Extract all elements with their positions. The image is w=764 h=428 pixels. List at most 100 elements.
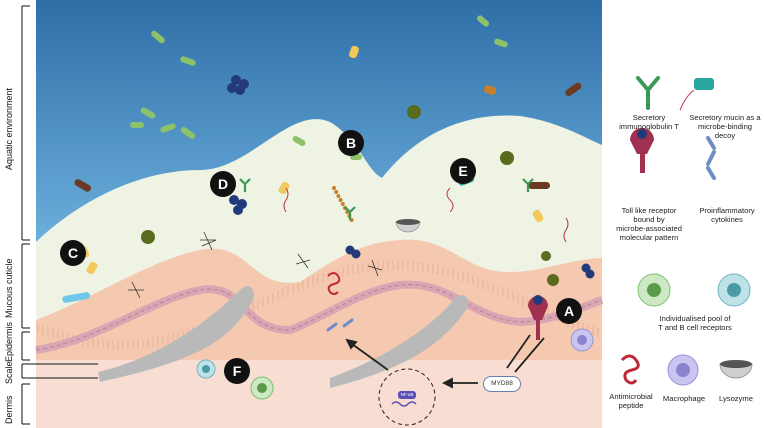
legend-icons	[620, 76, 753, 386]
virus	[227, 83, 237, 93]
legend-lysozyme-bowl	[719, 363, 753, 379]
nucleus-outline	[378, 368, 436, 426]
secretory-mucins	[283, 187, 569, 243]
bacterium-yellow	[278, 181, 290, 195]
lymphocytes	[196, 359, 274, 400]
legend-tlr-icon	[630, 128, 654, 173]
legend-macrophage-icon	[667, 354, 699, 386]
igt-molecule	[344, 206, 356, 220]
label-epidermis: Epidermis	[4, 321, 14, 362]
virus	[233, 205, 243, 215]
lymphocyte-nucleus	[202, 365, 210, 373]
arrow-tlr-inhibit	[514, 337, 545, 373]
virus-clusters	[227, 75, 595, 279]
epidermis-layer	[36, 239, 602, 360]
bacterium-green	[180, 127, 196, 139]
lymphocyte-nucleus	[257, 383, 267, 393]
bracket-mucous	[21, 243, 30, 329]
myd88-box: MYD88	[483, 376, 521, 392]
mucin-strand	[563, 217, 569, 243]
legend-receptors-label: Individualised pool of T and B cell rece…	[658, 314, 732, 332]
lysozyme-rim	[396, 219, 420, 225]
bead	[336, 194, 341, 198]
arrow-nfkb-to-cytokines	[351, 343, 389, 371]
legend-b-cell-nucleus	[727, 283, 741, 297]
scale-right	[330, 295, 469, 388]
virus	[235, 85, 245, 95]
bacterium-green	[151, 30, 165, 44]
bead	[334, 190, 339, 194]
tlr-head	[528, 296, 548, 320]
toll-like-receptor	[528, 295, 548, 340]
bacterium-green	[292, 136, 306, 146]
microbes	[62, 15, 582, 303]
bacterium-yellow	[349, 45, 359, 59]
spherical-microbe	[407, 105, 421, 119]
legend-tlr-stalk	[640, 145, 645, 173]
mucin-strand	[367, 259, 383, 277]
label-mucous-cuticle: Mucous cuticle	[4, 258, 14, 318]
proinflammatory-cytokines-in-epidermis	[326, 318, 354, 332]
virus	[229, 195, 239, 205]
arrow-tlr-to-myd88	[506, 334, 531, 369]
bead	[340, 202, 345, 206]
mucin-strand	[200, 231, 217, 251]
bead	[332, 186, 336, 190]
legend-tlr-pattern	[637, 129, 647, 139]
bacterium-brown	[565, 82, 582, 97]
legend-antimicrobial-icon	[620, 354, 640, 385]
legend-mucin-icon	[679, 78, 714, 111]
arrowhead	[441, 377, 453, 389]
marker-f: F	[224, 358, 250, 384]
legend-mucin-strand	[679, 89, 695, 111]
legend-tlr-head	[630, 128, 654, 154]
virus	[351, 249, 361, 259]
bacterium-green	[476, 15, 490, 27]
legend-macrophage-label: Macrophage	[662, 394, 706, 403]
immunoglobulin-group	[239, 178, 534, 220]
igt-molecule	[239, 178, 251, 192]
nfkb-label: NF-κB	[398, 391, 416, 399]
legend-cytokine-label: Proinflammatory cytokines	[699, 206, 755, 224]
marker-a: A	[556, 298, 582, 324]
cytokine	[326, 322, 338, 332]
igt-molecule	[522, 178, 534, 192]
mucin-strand	[446, 187, 454, 213]
label-scale: Scale	[4, 361, 14, 384]
signalling-arrows	[345, 334, 545, 389]
legend-b-cell-icon	[717, 273, 751, 307]
mucin-strand	[295, 253, 311, 269]
dna-strand	[391, 401, 417, 407]
bacterium-orange	[483, 85, 497, 95]
bacterium-yellow	[86, 261, 98, 275]
bead	[338, 198, 343, 202]
tlr-stalk	[536, 318, 540, 340]
virus	[585, 269, 595, 279]
legend-t-cell-nucleus	[647, 283, 661, 297]
arrowhead	[345, 338, 358, 350]
bacterium-brown	[74, 179, 92, 192]
virus	[231, 75, 241, 85]
marker-b: B	[338, 130, 364, 156]
marker-d: D	[210, 171, 236, 197]
label-dermis: Dermis	[4, 395, 14, 425]
bacterium-green	[180, 56, 196, 66]
scale-left	[98, 286, 255, 382]
spherical-microbe	[541, 251, 551, 261]
legend-mucin-body	[694, 78, 714, 90]
bound-pattern	[533, 295, 543, 305]
spherical-microbe	[547, 274, 559, 286]
antimicrobial-peptide	[327, 272, 341, 295]
legend-igt-icon	[636, 76, 660, 110]
mucin-strand	[128, 281, 144, 299]
legend-lysozyme-icon	[719, 360, 753, 379]
legend-lysozyme-label: Lysozyme	[719, 394, 753, 403]
bacterium-teal	[62, 292, 90, 303]
legend-t-cell-icon	[637, 273, 671, 307]
legend-mucin-label: Secretory mucin as a microbe-binding dec…	[689, 113, 761, 140]
legend-antimicrobial-label: Antimicrobial peptide	[609, 392, 653, 410]
marker-e: E	[450, 158, 476, 184]
bacterium-green	[140, 107, 156, 119]
